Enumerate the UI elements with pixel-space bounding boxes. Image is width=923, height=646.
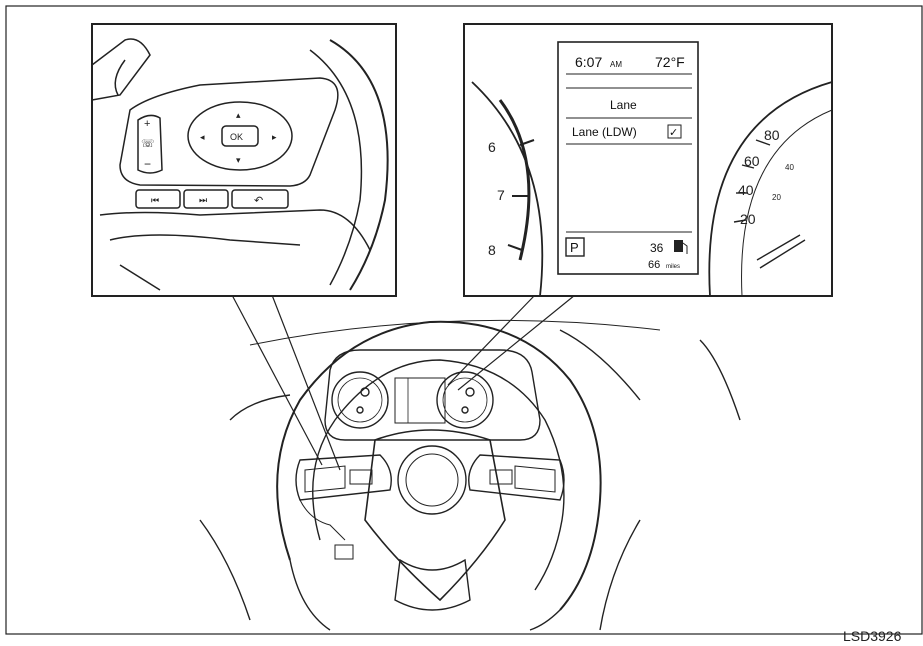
tachometer-scale-arc — [498, 99, 531, 261]
info-display — [557, 41, 699, 275]
speed-inner-label-20: 20 — [772, 193, 781, 202]
figure-border — [5, 5, 923, 635]
center-display — [394, 377, 446, 424]
left-inset: + − ☏ OK ▴ ▾ ◂ ▸ ⏮ ⏭ ↶ — [91, 23, 397, 297]
ok-button — [221, 125, 259, 147]
prev-track-icon: ⏮ — [151, 195, 159, 205]
fuel-value: 36 — [650, 241, 664, 255]
speed-label-40: 40 — [738, 182, 754, 198]
switch-panel — [119, 77, 339, 187]
tach-label-8: 8 — [488, 242, 496, 258]
range-unit: miles — [666, 264, 680, 270]
display-menu-item: Lane (LDW) — [572, 125, 637, 139]
talk-icon: ☏ — [141, 138, 155, 150]
wheel-rim-outer — [276, 320, 602, 611]
volume-rocker — [137, 114, 163, 174]
wheel-right-spoke — [468, 454, 565, 501]
gear-indicator: P — [570, 240, 579, 255]
right-gauge — [436, 371, 494, 429]
fuel-pump-icon — [674, 240, 688, 254]
next-track-button — [183, 189, 229, 209]
back-button — [231, 189, 289, 209]
speed-inner-label-40: 40 — [785, 163, 794, 172]
ldw-check-mark: ✓ — [669, 127, 678, 139]
wheel-center-emblem — [397, 445, 467, 515]
d-pad — [187, 101, 293, 171]
wheel-rim-inner — [312, 359, 565, 591]
wheel-hub — [364, 429, 506, 602]
ok-label: OK — [230, 132, 243, 142]
plus-label: + — [144, 118, 150, 130]
left-arrow-icon: ◂ — [200, 132, 205, 142]
wheel-left-spoke — [295, 454, 392, 501]
tachometer-outer-arc — [471, 81, 544, 297]
wheel-left-switches — [304, 465, 346, 493]
up-arrow-icon: ▴ — [236, 110, 241, 120]
speedometer-inner-arc — [741, 109, 833, 297]
right-arrow-icon: ▸ — [272, 132, 277, 142]
steering-wheel-main — [199, 319, 741, 631]
speedometer-outer-arc — [708, 81, 833, 297]
prev-track-button — [135, 189, 181, 209]
down-arrow-icon: ▾ — [236, 155, 241, 165]
tach-label-7: 7 — [497, 187, 505, 203]
speedometer-needle — [756, 234, 806, 269]
speed-label-60: 60 — [744, 153, 760, 169]
back-icon: ↶ — [254, 195, 263, 207]
display-menu-title: Lane — [610, 98, 637, 112]
gear-indicator-box — [565, 237, 585, 257]
right-inset: 6 7 8 80 60 40 20 40 20 6:07 AM 72°F Lan… — [463, 23, 833, 297]
display-time: 6:07 — [575, 54, 602, 70]
callout-lines — [231, 294, 576, 471]
display-ampm: AM — [610, 60, 622, 69]
tach-label-6: 6 — [488, 139, 496, 155]
range-value: 66 — [648, 259, 660, 271]
wheel-right-switches — [514, 465, 556, 493]
minus-label: − — [144, 157, 151, 171]
ldw-checkbox — [667, 124, 682, 139]
left-gauge — [331, 371, 389, 429]
figure-id: LSD3926 — [843, 628, 902, 644]
next-track-icon: ⏭ — [199, 195, 207, 205]
display-temperature: 72°F — [655, 54, 685, 70]
speed-label-80: 80 — [764, 127, 780, 143]
speed-label-20: 20 — [740, 211, 756, 227]
